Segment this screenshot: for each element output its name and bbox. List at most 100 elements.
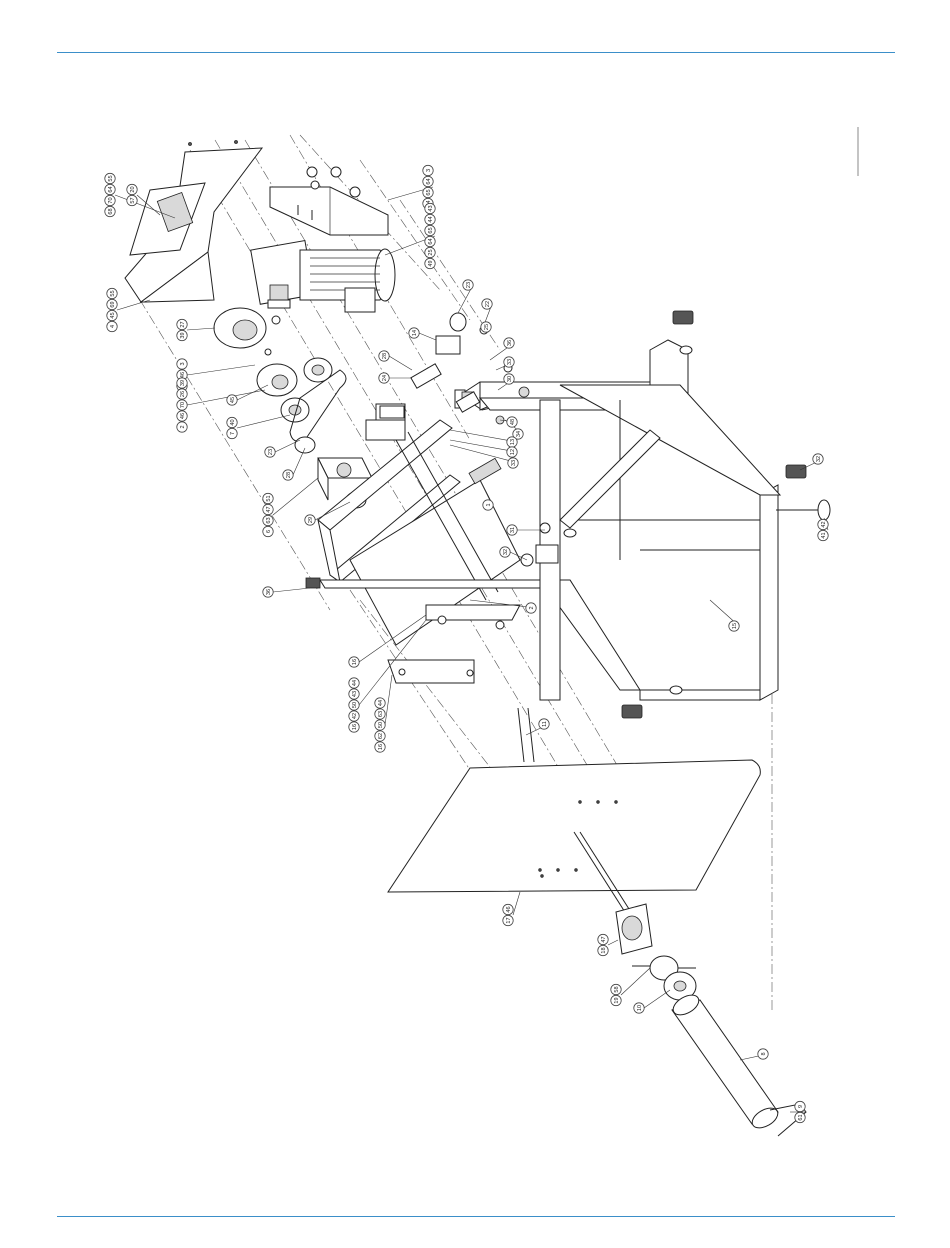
callout-number: 63 (378, 711, 384, 717)
callout-c26: 13 (450, 430, 517, 447)
callout-c43: 58 19 (611, 968, 650, 1006)
callout-c46: 9 61 (790, 1101, 805, 1122)
callout-number: 62 (378, 733, 384, 739)
callout-leader (187, 365, 255, 375)
callout-number: 49 (428, 260, 434, 266)
callout-number: 2 (180, 425, 186, 428)
callout-number: 46 (506, 906, 512, 912)
callout-number: 65 (428, 227, 434, 233)
callout-number: 58 (614, 986, 620, 992)
callout-c36: 15 (710, 600, 739, 631)
callout-number: 28 (286, 472, 292, 478)
callout-leader (608, 940, 618, 945)
callout-number: 57 (130, 197, 136, 203)
callout-number: 44 (352, 680, 358, 686)
callout-number: 18 (601, 947, 607, 953)
callout-number: 3 (426, 169, 432, 172)
callout-number: 7 (230, 432, 236, 435)
callout-number: 64 (426, 178, 432, 184)
callout-number: 61 (798, 1114, 804, 1120)
callout-number: 8 (761, 1052, 767, 1055)
callout-number: 26 (180, 391, 186, 397)
callout-c20: 28 (379, 351, 412, 370)
callout-number: 47 (266, 506, 272, 512)
callout-leader (644, 990, 670, 1008)
callout-c14: 3646524 (388, 165, 433, 208)
callout-number: 44 (378, 700, 384, 706)
callout-number: 4 (110, 325, 116, 328)
callout-number: 32 (503, 549, 509, 555)
callout-number: 44 (428, 216, 434, 222)
callout-c5: 34655 (177, 359, 255, 391)
callout-number: 16 (378, 744, 384, 750)
callout-number: 70 (108, 197, 114, 203)
callout-number: 36 (266, 589, 272, 595)
callout-number: 9 (798, 1105, 804, 1108)
callout-leader (385, 675, 392, 725)
callout-number: 33 (511, 460, 517, 466)
callout-leader (273, 478, 318, 515)
callout-number: 70 (180, 402, 186, 408)
callout-number: 40 (230, 419, 236, 425)
motor-mount-bracket (270, 167, 388, 235)
table-plate (388, 760, 760, 892)
top-cover-plate (125, 141, 262, 303)
callout-leader (621, 968, 650, 995)
callout-number: 23 (466, 282, 472, 288)
callout-c7: 45 (227, 385, 268, 405)
callout-number: 33 (507, 359, 513, 365)
callout-leader (187, 328, 215, 330)
callout-number: 39 (180, 380, 186, 386)
callout-number: 69 (110, 301, 116, 307)
callout-number: 22 (485, 301, 491, 307)
callout-number: 25 (428, 249, 434, 255)
callout-c17: 22 (482, 299, 492, 325)
callout-leader (273, 588, 310, 592)
callout-number: 43 (428, 205, 434, 211)
callout-number: 2 (529, 606, 535, 609)
callout-number: 19 (614, 997, 620, 1003)
callout-c35: 4241 (818, 518, 828, 541)
callout-number: 25 (484, 324, 490, 330)
callout-number: 14 (412, 330, 418, 336)
callout-number: 6 (266, 530, 272, 533)
callout-number: 27 (180, 321, 186, 327)
callout-number: 16 (352, 659, 358, 665)
callout-number: 16 (352, 724, 358, 730)
callout-number: 1 (486, 503, 492, 506)
callout-number: 65 (426, 189, 432, 195)
callout-c21: 24 (379, 373, 412, 383)
callout-leader (293, 448, 305, 475)
callout-number: 55 (110, 290, 116, 296)
callout-leader (389, 356, 412, 370)
callout-c45: 8 (740, 1049, 768, 1060)
callout-number: 46 (180, 372, 186, 378)
callout-c41: 46 17 (503, 892, 520, 926)
callout-number: 23 (268, 449, 274, 455)
callout-number: 30 (507, 376, 513, 382)
callout-leader (237, 385, 268, 400)
callout-number: 10 (637, 1005, 643, 1011)
callout-c44: 10 (634, 990, 670, 1013)
callout-number: 51 (266, 495, 272, 501)
callout-number: 34 (516, 431, 522, 437)
callout-c4: 27 39 (177, 319, 215, 340)
callout-number: 3 (180, 362, 186, 365)
callout-number: 24 (382, 375, 388, 381)
callout-leader (237, 415, 290, 428)
callout-number: 42 (352, 713, 358, 719)
callout-c13: 36 (263, 587, 310, 597)
callout-number: 39 (180, 332, 186, 338)
callout-number: 32 (816, 456, 822, 462)
callout-number: 17 (506, 917, 512, 923)
callout-number: 28 (382, 353, 388, 359)
callout-number: 41 (821, 532, 827, 538)
callout-number: 64 (108, 186, 114, 192)
callout-number: 48 (510, 419, 516, 425)
callout-c18: 25 (481, 322, 491, 332)
callout-c9: 23 (265, 440, 300, 457)
callout-number: 45 (230, 397, 236, 403)
